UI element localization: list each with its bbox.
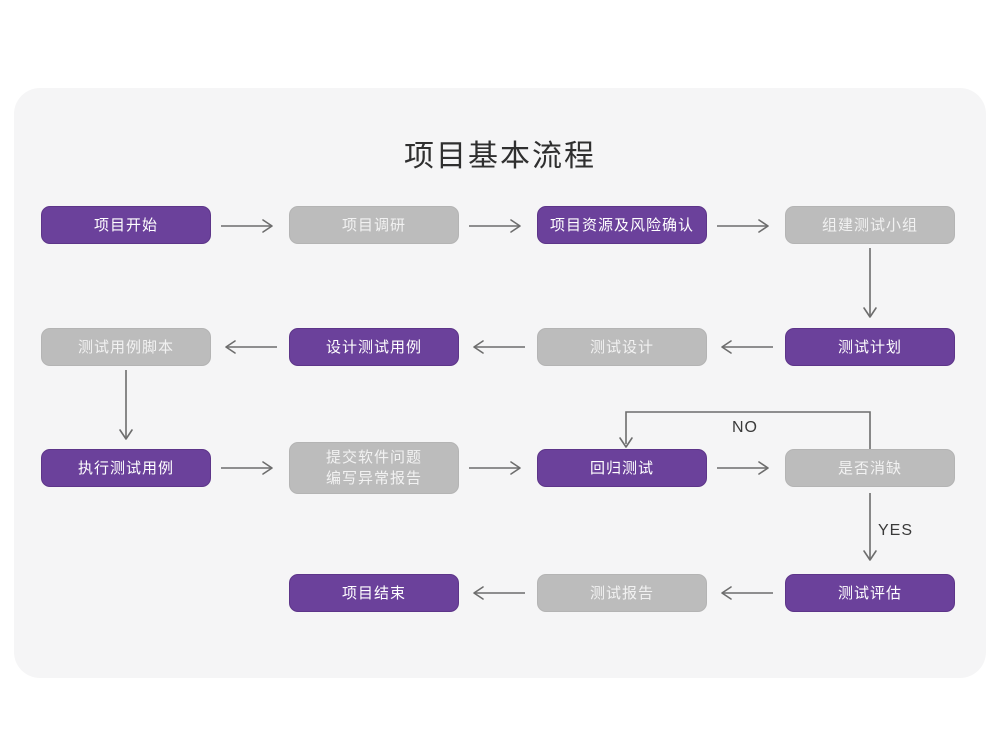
edge-label-yes: YES xyxy=(878,522,914,539)
node-test-case-script[interactable]: 测试用例脚本 xyxy=(41,328,211,366)
node-test-design[interactable]: 测试设计 xyxy=(537,328,707,366)
node-test-report[interactable]: 测试报告 xyxy=(537,574,707,612)
node-defect-resolved[interactable]: 是否消缺 xyxy=(785,449,955,487)
node-test-evaluation[interactable]: 测试评估 xyxy=(785,574,955,612)
node-regression-test[interactable]: 回归测试 xyxy=(537,449,707,487)
node-project-research[interactable]: 项目调研 xyxy=(289,206,459,244)
node-submit-issue-report[interactable]: 提交软件问题 编写异常报告 xyxy=(289,442,459,494)
node-project-start[interactable]: 项目开始 xyxy=(41,206,211,244)
edge-label-no: NO xyxy=(732,419,758,436)
node-project-end[interactable]: 项目结束 xyxy=(289,574,459,612)
node-build-test-team[interactable]: 组建测试小组 xyxy=(785,206,955,244)
node-test-plan[interactable]: 测试计划 xyxy=(785,328,955,366)
node-resource-risk-confirm[interactable]: 项目资源及风险确认 xyxy=(537,206,707,244)
node-execute-test-cases[interactable]: 执行测试用例 xyxy=(41,449,211,487)
node-design-test-cases[interactable]: 设计测试用例 xyxy=(289,328,459,366)
page-title: 项目基本流程 xyxy=(404,140,596,173)
